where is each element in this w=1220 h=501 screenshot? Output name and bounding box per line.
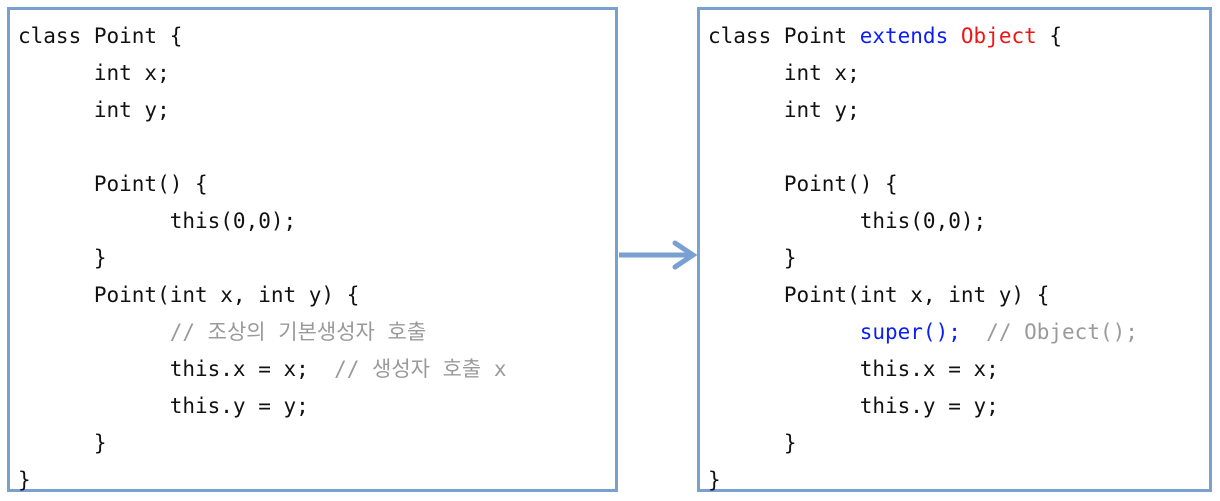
super-call: super(); xyxy=(859,320,961,344)
extends-keyword: extends xyxy=(859,24,949,48)
code-line: int x; xyxy=(18,61,170,85)
code-line: this(0,0); xyxy=(708,209,987,233)
code-line: class Point { xyxy=(18,24,183,48)
code-line: } xyxy=(708,431,797,455)
code-line: } xyxy=(18,431,107,455)
arrow-right-icon xyxy=(619,240,698,270)
object-class-name: Object xyxy=(960,24,1037,48)
code-line: } xyxy=(18,246,107,270)
class-prefix: class Point xyxy=(708,24,860,48)
code-line: this.y = y; xyxy=(708,394,999,418)
code-line: this.y = y; xyxy=(18,394,309,418)
code-line: this.x = x; xyxy=(708,357,999,381)
code-line: Point(int x, int y) { xyxy=(18,283,360,307)
code-line xyxy=(708,129,1138,166)
code-text: this.x = x; xyxy=(18,357,335,381)
code-comment: // 생성자 호출 x xyxy=(334,357,507,381)
original-code-block: class Point { int x; int y; Point() { th… xyxy=(18,18,507,499)
code-line: Point() { xyxy=(18,172,208,196)
code-text xyxy=(18,320,170,344)
code-line: } xyxy=(708,468,721,492)
code-comment: // 조상의 기본생성자 호출 xyxy=(169,320,427,344)
class-suffix: { xyxy=(1036,24,1063,48)
gap xyxy=(961,320,986,344)
object-comment: // Object(); xyxy=(986,320,1138,344)
code-line-with-comment: this.x = x; // 생성자 호출 x xyxy=(18,351,507,388)
code-line: Point() { xyxy=(708,172,898,196)
super-call-line: super(); // Object(); xyxy=(708,314,1138,351)
class-declaration-line: class Point extends Object { xyxy=(708,18,1138,55)
code-line: this(0,0); xyxy=(18,209,297,233)
code-line: int y; xyxy=(708,98,860,122)
code-line: } xyxy=(708,246,797,270)
code-line xyxy=(18,129,507,166)
code-line: int x; xyxy=(708,61,860,85)
code-line: Point(int x, int y) { xyxy=(708,283,1050,307)
compiled-code-panel: class Point extends Object { int x; int … xyxy=(697,7,1212,492)
compiled-code-block: class Point extends Object { int x; int … xyxy=(708,18,1138,499)
code-line-with-comment: // 조상의 기본생성자 호출 xyxy=(18,314,507,351)
code-line: int y; xyxy=(18,98,170,122)
original-code-panel: class Point { int x; int y; Point() { th… xyxy=(7,7,618,492)
code-line: } xyxy=(18,468,31,492)
indent xyxy=(708,320,860,344)
